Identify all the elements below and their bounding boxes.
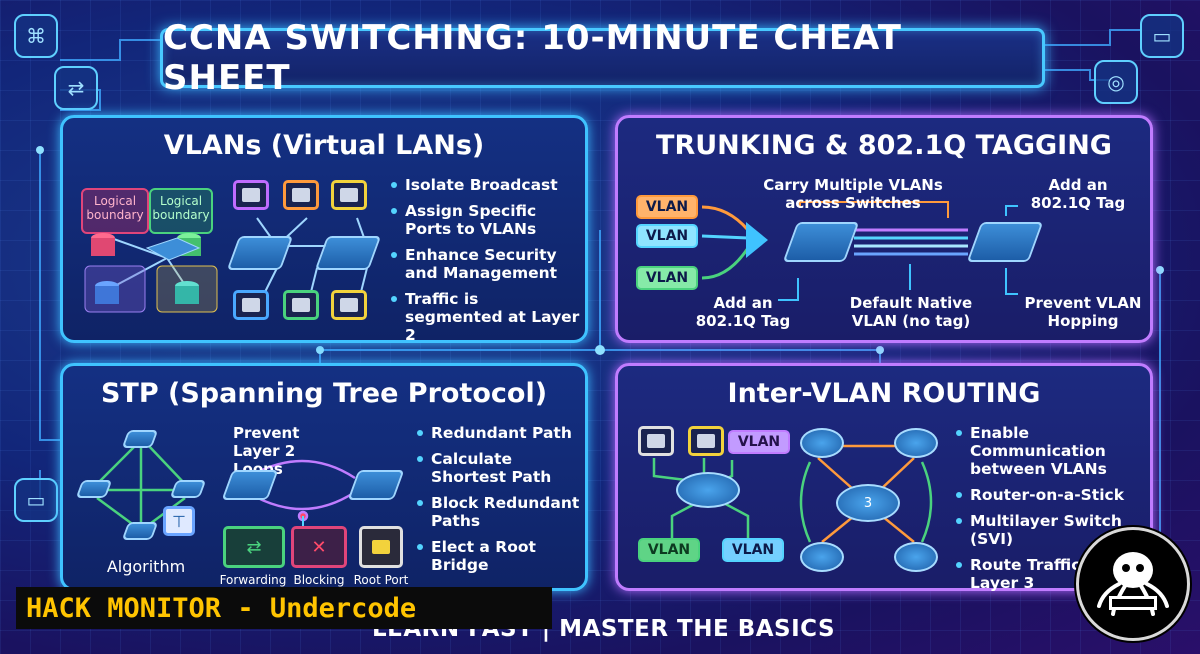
computer-icon: ▭ [14,478,58,522]
router-top-right [894,428,938,458]
list-item: Calculate Shortest Path [417,450,587,486]
stp-panel: STP (Spanning Tree Protocol) ⊤ Algorithm… [60,363,588,591]
page-title: CCNA SWITCHING: 10-MINUTE CHEAT SHEET [160,18,1045,98]
vlan-tag-orange: VLAN [636,195,698,219]
logical-boundary-left: Logical boundary [81,188,149,234]
blocking-label: Blocking [293,573,345,587]
prevent-hopping-label: Prevent VLAN Hopping [1024,294,1142,330]
list-item: Redundant Path [417,424,587,442]
list-item: Enhance Security and Management [391,246,581,282]
stp-bullets: Redundant Path Calculate Shortest Path B… [417,424,587,582]
vlan-tag-left: VLAN [638,538,700,562]
router-center: 3 [836,484,900,522]
trunking-panel: TRUNKING & 802.1Q TAGGING VLAN [615,115,1153,343]
vlan-tag-top: VLAN [728,430,790,454]
forwarding-label: Forwarding [219,573,287,587]
blocking-icon: ✕ [291,526,347,568]
port-orange [283,180,319,210]
router-top-left [800,428,844,458]
intervlan-bullets: Enable Communication between VLANs Route… [956,424,1146,600]
native-vlan-label: Default Native VLAN (no tag) [849,294,973,330]
router-center-number: 3 [863,495,873,511]
port-blue [233,290,269,320]
hack-monitor-banner: HACK MONITOR - Undercode [16,587,552,629]
list-item: Isolate Broadcast [391,176,581,194]
vlan-tag-right: VLAN [722,538,784,562]
intervlan-diagram [652,444,933,543]
monitor-icon: ▭ [1140,14,1184,58]
add-tag-bottom-label: Add an 802.1Q Tag [695,294,791,330]
vlan-tag-green: VLAN [636,266,698,290]
trunk-diagram [701,201,1018,301]
list-item: Traffic is segmented at Layer 2 [391,290,581,344]
list-item: Route Traffic at Layer 3 [956,556,1146,592]
port-yellow-bottom [331,290,367,320]
algorithm-label: Algorithm [106,557,186,576]
server-port-icon [638,426,674,456]
carry-label: Carry Multiple VLANs across Switches [763,176,943,212]
forwarding-icon: ⇄ [223,526,285,568]
vlan-tag-cyan: VLAN [636,224,698,248]
port-yellow [331,180,367,210]
vlans-panel: VLANs (Virtual LANs) Logical boundary Lo… [60,115,588,344]
octopus-logo [1076,527,1190,641]
router-bottom-right [894,542,938,572]
list-item: Router-on-a-Stick [956,486,1146,504]
list-item: Block Redundant Paths [417,494,587,530]
switch-icon: ⇄ [54,66,98,110]
yellow-port-icon [688,426,724,456]
vlans-title: VLANs (Virtual LANs) [163,130,485,161]
root-port-icon [359,526,403,568]
intervlan-title: Inter-VLAN ROUTING [727,378,1041,409]
hierarchy-icon: ⊤ [163,506,195,536]
root-port-label: Root Port [353,573,409,587]
port-purple [233,180,269,210]
intervlan-panel: Inter-VLAN ROUTING VLAN [615,363,1153,592]
port-green [283,290,319,320]
router-bottom-left [800,542,844,572]
trunking-title: TRUNKING & 802.1Q TAGGING [656,130,1112,161]
logical-boundary-right: Logical boundary [149,188,213,234]
vlans-bullets: Isolate Broadcast Assign Specific Ports … [391,176,581,352]
globe-icon: ◎ [1094,60,1138,104]
list-item: Assign Specific Ports to VLANs [391,202,581,238]
list-item: Elect a Root Bridge [417,538,587,574]
list-item: Enable Communication between VLANs [956,424,1146,478]
page-title-text: CCNA SWITCHING: 10-MINUTE CHEAT SHEET [163,18,902,98]
list-item: Multilayer Switch (SVI) [956,512,1146,548]
stp-title: STP (Spanning Tree Protocol) [100,378,548,409]
router-main [676,472,740,508]
network-icon: ⌘ [14,14,58,58]
add-tag-top-label: Add an 802.1Q Tag [1030,176,1126,212]
